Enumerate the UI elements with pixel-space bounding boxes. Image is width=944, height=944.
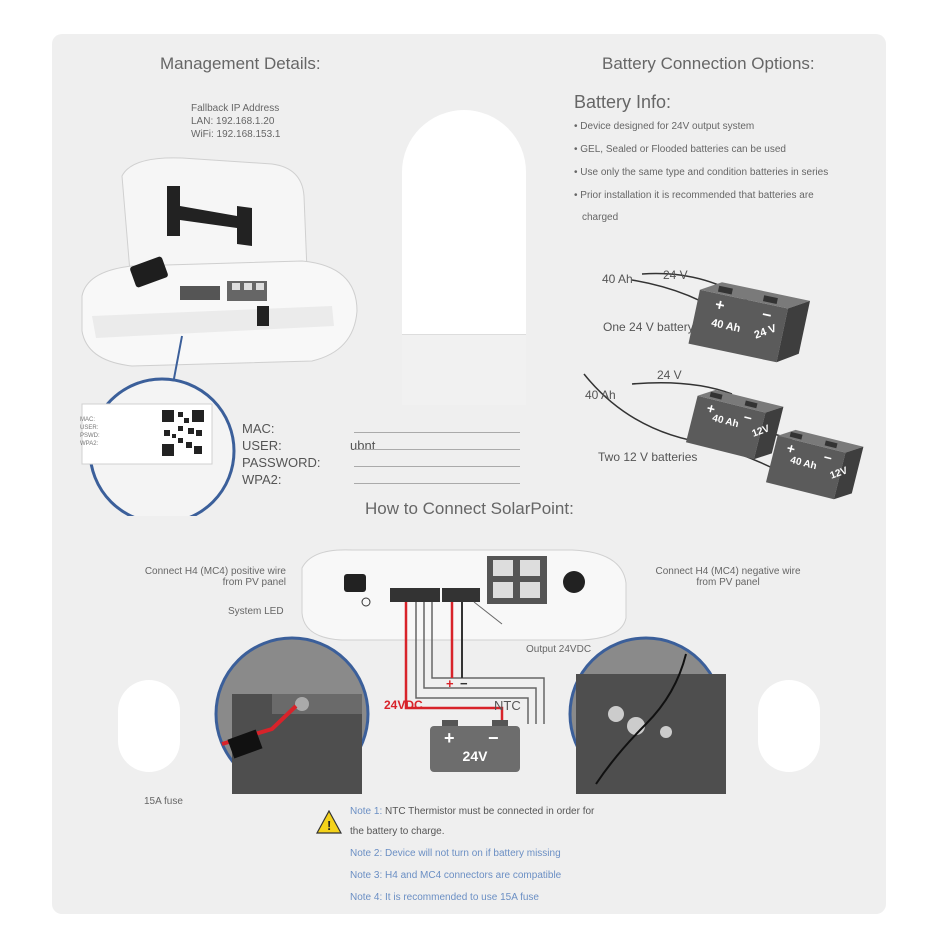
label-card: Management Details: Fallback IP Address … (52, 34, 886, 914)
opt2-v: 24 V (657, 368, 682, 382)
battery-terminal-pos (442, 720, 458, 726)
battery-bullet-4-cont: charged (582, 212, 619, 223)
label-user: USER: (80, 425, 99, 431)
connection-diagram: + − (301, 549, 627, 724)
svg-text:+: + (785, 440, 797, 458)
field-wpa2-label: WPA2: (242, 472, 282, 487)
field-user-label: USER: (242, 438, 282, 453)
label-pswd: PSWD: (80, 433, 100, 439)
warning-icon: ! (316, 810, 342, 834)
battery-minus-icon: − (488, 728, 499, 748)
field-mac-label: MAC: (242, 421, 275, 436)
field-mac-line (354, 432, 520, 433)
svg-text:+: + (446, 676, 454, 691)
ntc-callout (568, 636, 726, 794)
battery-24v: + − 24V (430, 726, 520, 772)
label-mac: MAC: (80, 417, 95, 423)
field-user-line (354, 449, 520, 450)
battery-bullet-4: • Prior installation it is recommended t… (574, 190, 814, 201)
system-led-label: System LED (228, 606, 284, 617)
fuse-label: 15A fuse (144, 796, 183, 807)
svg-text:−: − (760, 306, 773, 325)
mount-slot-left (118, 680, 180, 772)
connect-title: How to Connect SolarPoint: (365, 499, 574, 518)
note-3: Note 3: H4 and MC4 connectors are compat… (350, 870, 562, 881)
field-wpa2-line (354, 483, 520, 484)
lan-ip: LAN: 192.168.1.20 (191, 116, 275, 127)
note-2: Note 2: Device will not turn on if batte… (350, 848, 561, 859)
opt2-caption: Two 12 V batteries (598, 450, 698, 464)
wifi-ip: WiFi: 192.168.153.1 (191, 129, 281, 140)
opt1-v: 24 V (663, 268, 688, 282)
battery-bullet-3: • Use only the same type and condition b… (574, 167, 829, 178)
vdc-label: 24VDC (384, 698, 423, 712)
svg-text:−: − (460, 676, 468, 691)
output-label: Output 24VDC (526, 644, 592, 655)
mount-slot-right (758, 680, 820, 772)
fallback-title: Fallback IP Address (191, 103, 280, 114)
battery-info-title: Battery Info: (574, 92, 672, 112)
battery-bullet-1: • Device designed for 24V output system (574, 121, 755, 132)
svg-text:!: ! (327, 818, 331, 833)
svg-text:−: − (742, 409, 754, 427)
battery-title: Battery Connection Options: (602, 54, 815, 73)
svg-text:+: + (705, 400, 717, 418)
battery-24v-label: 24V (462, 748, 488, 764)
ntc-label: NTC (494, 698, 521, 713)
field-password-label: PASSWORD: (242, 455, 321, 470)
opt2-ah: 40 Ah (585, 388, 616, 402)
cutout-tab (402, 334, 526, 405)
note-1: Note 1: NTC Thermistor must be connected… (350, 806, 595, 817)
svg-text:+: + (713, 296, 726, 315)
note-1-cont: the battery to charge. (350, 826, 445, 837)
battery-option-one: + − (631, 272, 811, 363)
fuse-callout (214, 636, 370, 794)
label-card-fields: MAC: USER: PSWD: WPA2: (80, 416, 100, 448)
label-wpa2: WPA2: (80, 441, 99, 447)
battery-terminal-neg (492, 720, 508, 726)
battery-option-two: + − + − (583, 373, 864, 500)
opt1-ah: 40 Ah (602, 272, 633, 286)
battery-plus-icon: + (444, 728, 455, 748)
management-title: Management Details: (160, 54, 321, 73)
field-user-value: ubnt (350, 438, 376, 453)
svg-text:−: − (822, 449, 834, 467)
field-password-line (354, 466, 520, 467)
note-4: Note 4: It is recommended to use 15A fus… (350, 892, 539, 903)
device-illustration (81, 157, 358, 516)
battery-bullet-2: • GEL, Sealed or Flooded batteries can b… (574, 144, 786, 155)
opt1-caption: One 24 V battery (603, 320, 694, 334)
